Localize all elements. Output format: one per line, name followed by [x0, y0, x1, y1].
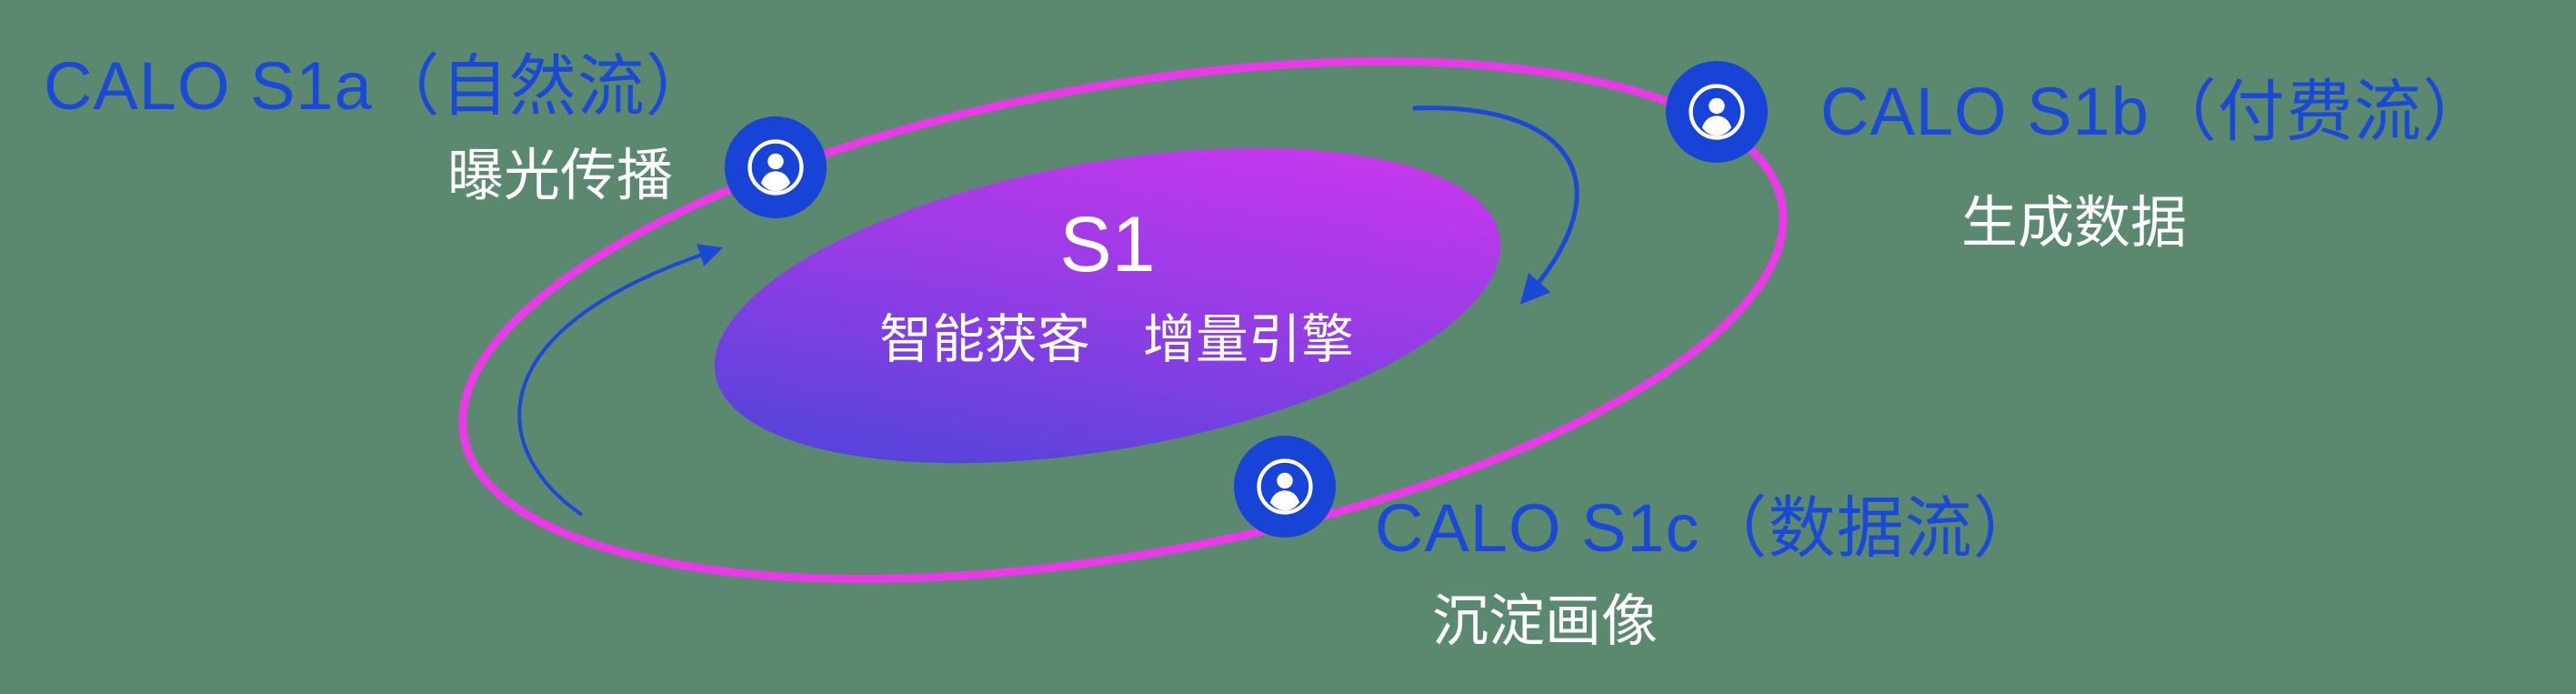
user-circle-icon	[747, 139, 804, 196]
user-circle-icon	[1257, 458, 1313, 515]
orbit-ring	[458, 57, 1788, 583]
label-s1c-subtitle: 沉淀画像	[1432, 590, 1659, 653]
core-ellipse	[714, 147, 1501, 464]
label-s1b-subtitle: 生成数据	[1961, 192, 2188, 255]
node-s1b	[1666, 61, 1768, 163]
label-s1a-subtitle: 曝光传播	[447, 145, 674, 207]
core-title: S1	[1059, 201, 1156, 288]
node-s1a	[725, 116, 827, 218]
label-s1a-title: CALO S1a（自然流）	[44, 48, 714, 124]
flow-arrow-right	[1412, 106, 1579, 305]
label-s1b-title: CALO S1b（付费流）	[1820, 74, 2491, 149]
label-s1c-title: CALO S1c（数据流）	[1375, 490, 2041, 566]
core-subtitle: 智能获客 增量引擎	[878, 310, 1355, 369]
node-s1c	[1234, 436, 1336, 538]
flow-arrow-left	[517, 244, 723, 517]
user-circle-icon	[1689, 84, 1745, 140]
